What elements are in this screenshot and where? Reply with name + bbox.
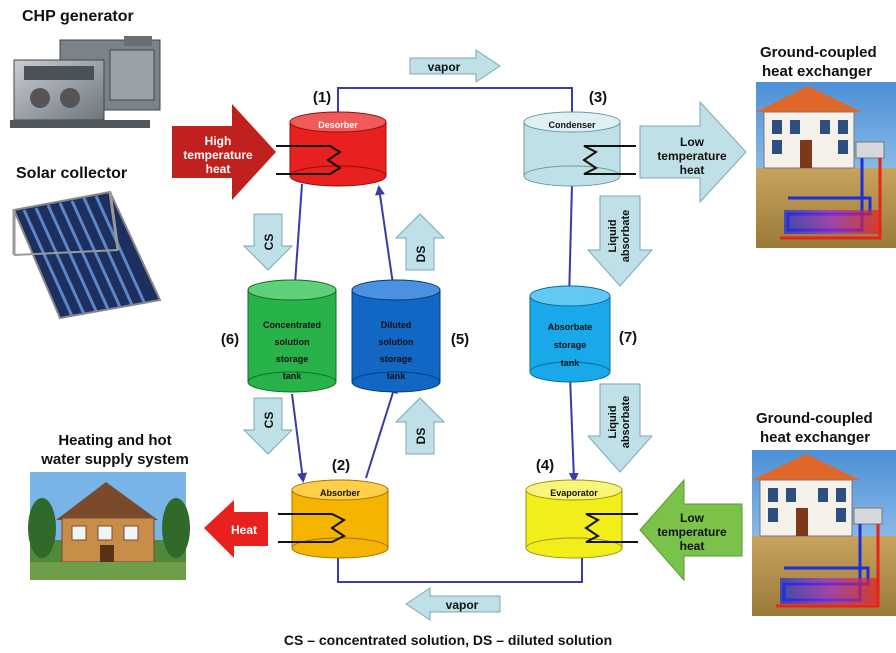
low-temperature-heat-bottom-arrow: Low temperature heat xyxy=(639,478,743,582)
ground-exchanger-top-label-1: Ground-coupled xyxy=(760,44,877,61)
evaporator-number: (4) xyxy=(536,457,554,474)
absorber-number: (2) xyxy=(332,457,350,474)
chp-generator-image xyxy=(10,36,161,128)
ground-exchanger-bottom-label-1: Ground-coupled xyxy=(756,410,873,427)
condenser-label: Condenser xyxy=(548,120,596,130)
ds-arrow-top: DS xyxy=(394,213,446,271)
ds-tank-label-1: Diluted xyxy=(381,320,412,330)
desorber-vessel: Desorber xyxy=(276,111,387,187)
low-temp-top-label-1: Low xyxy=(680,135,705,149)
liquid-bottom-label-2: absorbate xyxy=(620,396,632,449)
liquid-absorbate-arrow-bottom: Liquid absorbate xyxy=(586,383,654,473)
liquid-bottom-label-1: Liquid xyxy=(607,406,619,439)
cs-tank-label-1: Concentrated xyxy=(263,320,321,330)
abs-tank-label-3: tank xyxy=(561,358,581,368)
desorber-label: Desorber xyxy=(318,120,358,130)
high-temperature-heat-arrow: High temperature heat xyxy=(172,104,276,200)
ds-bottom-label: DS xyxy=(414,428,428,445)
pipe-absorber-ds-tank xyxy=(365,383,398,479)
evaporator-label: Evaporator xyxy=(550,488,598,498)
condenser-coil xyxy=(582,145,636,175)
heating-system-label-2: water supply system xyxy=(41,451,189,468)
liquid-absorbate-arrow-top: Liquid absorbate xyxy=(586,195,654,287)
low-temperature-heat-top-arrow: Low temperature heat xyxy=(639,100,747,204)
cs-arrow-bottom: CS xyxy=(242,397,294,455)
solar-collector-label: Solar collector xyxy=(16,165,128,182)
high-temp-label-3: heat xyxy=(206,162,231,176)
heat-output-arrow: Heat xyxy=(204,500,268,558)
low-temp-bottom-label-2: temperature xyxy=(657,525,727,539)
solar-collector-image xyxy=(12,190,162,320)
pipe-abs-tank-evaporator xyxy=(568,375,579,483)
pipe-desorber-condenser xyxy=(337,87,573,118)
high-temp-label-1: High xyxy=(205,134,232,148)
abs-tank-label-2: storage xyxy=(554,340,587,350)
cs-top-label: CS xyxy=(262,234,276,251)
cs-tank-label-2: solution xyxy=(275,337,310,347)
ds-arrow-bottom: DS xyxy=(394,397,446,455)
low-temp-top-label-2: temperature xyxy=(657,149,727,163)
evaporator-vessel: Evaporator xyxy=(525,479,638,559)
liquid-top-label-2: absorbate xyxy=(620,210,632,263)
desorber-coil xyxy=(276,145,342,175)
pipe-evaporator-absorber xyxy=(337,552,583,583)
high-temp-label-2: temperature xyxy=(183,148,253,162)
concentrated-solution-tank: Concentrated solution storage tank xyxy=(247,279,337,393)
pipe-cs-tank-absorber xyxy=(291,393,308,483)
cs-bottom-label: CS xyxy=(262,412,276,429)
condenser-vessel: Condenser xyxy=(523,111,636,187)
evaporator-coil xyxy=(584,513,638,543)
low-temp-bottom-label-1: Low xyxy=(680,511,705,525)
vapor-arrow-bottom: vapor xyxy=(405,587,501,621)
absorber-vessel: Absorber xyxy=(278,479,389,559)
ground-heat-exchanger-top-image xyxy=(756,82,896,248)
ground-exchanger-top-label-2: heat exchanger xyxy=(762,63,873,80)
vapor-top-label: vapor xyxy=(428,60,461,74)
ground-heat-exchanger-bottom-image xyxy=(752,450,896,616)
absorbate-storage-tank: Absorbate storage tank xyxy=(529,285,611,383)
heating-system-label-1: Heating and hot xyxy=(58,432,172,449)
low-temp-bottom-label-3: heat xyxy=(680,539,705,553)
vapor-arrow-top: vapor xyxy=(409,49,501,83)
ground-exchanger-bottom-label-2: heat exchanger xyxy=(760,429,871,446)
pipe-desorber-cs-tank xyxy=(289,183,303,301)
house-image xyxy=(28,472,190,580)
cs-tank-label-3: storage xyxy=(276,354,309,364)
chp-generator-label: CHP generator xyxy=(22,8,134,25)
liquid-top-label-1: Liquid xyxy=(607,220,619,253)
ds-tank-number: (5) xyxy=(451,331,469,348)
cs-arrow-top: CS xyxy=(242,213,294,271)
ds-top-label: DS xyxy=(414,246,428,263)
vapor-bottom-label: vapor xyxy=(446,598,479,612)
absorber-label: Absorber xyxy=(320,488,361,498)
condenser-number: (3) xyxy=(589,89,607,106)
heat-label: Heat xyxy=(231,523,257,537)
ds-tank-label-4: tank xyxy=(387,371,407,381)
ds-tank-label-3: storage xyxy=(380,354,413,364)
ds-tank-label-2: solution xyxy=(379,337,414,347)
absorber-coil xyxy=(278,513,346,543)
pipe-condenser-abs-tank xyxy=(564,183,575,303)
abs-tank-number: (7) xyxy=(619,329,637,346)
cs-tank-label-4: tank xyxy=(283,371,303,381)
desorber-number: (1) xyxy=(313,89,331,106)
cs-tank-number: (6) xyxy=(221,331,239,348)
diluted-solution-tank: Diluted solution storage tank xyxy=(351,279,441,393)
low-temp-top-label-3: heat xyxy=(680,163,705,177)
footer-legend: CS – concentrated solution, DS – diluted… xyxy=(283,632,613,648)
abs-tank-label-1: Absorbate xyxy=(548,322,593,332)
